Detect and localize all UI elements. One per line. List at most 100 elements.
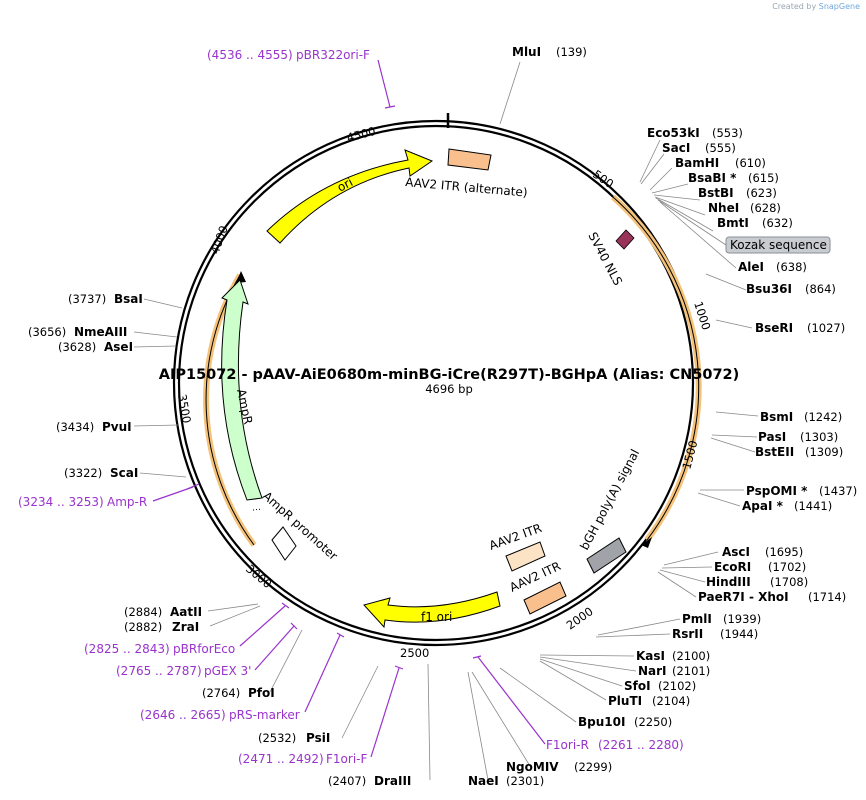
aav2-itr-box-1 — [505, 541, 546, 572]
site-sfoi-name: SfoI — [624, 679, 651, 693]
site-zrai-name: ZraI — [172, 620, 199, 634]
site-saci-name: SacI — [662, 141, 690, 155]
ampr-promoter-label: AmpR promoter — [260, 489, 340, 563]
tick-2500: 2500 — [400, 646, 429, 660]
primer-pbr322ori-f-name: pBR322ori-F — [296, 48, 370, 62]
site-pspomi-pos: (1437) — [819, 484, 857, 498]
site-bsmi-name: BsmI — [760, 410, 793, 424]
site-zrai-pos: (2882) — [124, 620, 162, 634]
primer-pgex3-range: (2765 .. 2787) — [116, 664, 202, 678]
site-ngomiv-name: NgoMIV — [506, 760, 559, 774]
f1-ori-label: f1 ori — [421, 610, 452, 624]
site-bstbi-pos: (623) — [746, 186, 777, 200]
snapgene-brand: SnapGene — [818, 2, 860, 11]
f1-ori-arrow — [363, 591, 501, 629]
site-rsrii-name: RsrII — [672, 627, 703, 641]
site-bsai-name: BsaI — [114, 292, 143, 306]
sv40-nls-box — [615, 229, 635, 250]
site-rsrii-pos: (1944) — [720, 627, 758, 641]
site-nari-name: NarI — [638, 664, 667, 678]
primer-f1ori-f-name: F1ori-F — [326, 752, 367, 766]
ampr-cds-arrowhead — [236, 271, 246, 283]
site-bstbi-name: BstBI — [698, 186, 734, 200]
site-aatii-pos: (2884) — [124, 605, 162, 619]
site-draiii-pos: (2407) — [328, 774, 366, 788]
ampr-join — [252, 508, 263, 511]
site-pspomi-name: PspOMI * — [746, 484, 808, 498]
site-mlui-pos: (139) — [556, 45, 587, 59]
site-bpu10i-name: Bpu10I — [578, 715, 625, 729]
site-bmti-name: BmtI — [717, 216, 749, 230]
site-scai-pos: (3322) — [64, 466, 102, 480]
site-ecori-pos: (1702) — [768, 560, 806, 574]
site-asci-name: AscI — [722, 545, 750, 559]
kozak-label: Kozak sequence — [730, 238, 827, 252]
site-nmeaiii-name: NmeAIII — [74, 325, 127, 339]
site-nhei-pos: (628) — [750, 201, 781, 215]
primer-pbrforeco-name: pBRforEco — [173, 642, 235, 656]
site-bseri-name: BseRI — [755, 321, 793, 335]
snapgene-credit: Created by SnapGene — [772, 2, 860, 11]
site-hindiii-name: HindIII — [706, 575, 751, 589]
site-pasi-pos: (1303) — [800, 430, 838, 444]
tick-4500: 4500 — [345, 124, 377, 145]
aav2-itr-alt-label: AAV2 ITR (alternate) — [405, 175, 528, 200]
site-apai-name: ApaI * — [742, 499, 784, 513]
tick-1500: 1500 — [679, 439, 700, 471]
site-eco53ki-pos: (553) — [712, 126, 743, 140]
site-bsteii-pos: (1309) — [805, 445, 843, 459]
site-kasi-name: KasI — [636, 649, 665, 663]
site-naei-pos: (2301) — [506, 774, 544, 788]
primer-prs-marker-range: (2646 .. 2665) — [140, 708, 226, 722]
icre-arc — [612, 196, 700, 541]
site-ngomiv-pos: (2299) — [574, 760, 612, 774]
primer-pbr322ori-f-range: (4536 .. 4555) — [207, 48, 293, 62]
site-pfoi-name: PfoI — [248, 686, 275, 700]
plasmid-length: 4696 bp — [425, 382, 473, 396]
site-pvui-name: PvuI — [102, 420, 132, 434]
ampr-cds-arc — [205, 274, 255, 546]
site-bsu36i-pos: (864) — [805, 282, 836, 296]
site-aatii-name: AatII — [170, 605, 202, 619]
site-bamhi-name: BamHI — [675, 156, 719, 170]
site-hindiii-pos: (1708) — [770, 575, 808, 589]
site-mlui-name: MluI — [512, 45, 541, 59]
site-bseri-pos: (1027) — [807, 321, 845, 335]
site-pmli-pos: (1939) — [723, 612, 761, 626]
ampr-arrow — [221, 279, 263, 501]
site-bpu10i-pos: (2250) — [634, 715, 672, 729]
site-pmli-name: PmlI — [682, 612, 712, 626]
primer-lines — [152, 59, 546, 758]
site-eco53ki-name: Eco53kI — [647, 126, 700, 140]
credit-text: Created by — [772, 2, 817, 11]
icre-arrowhead — [641, 537, 652, 548]
site-alei-pos: (638) — [776, 260, 807, 274]
site-nhei-name: NheI — [708, 201, 739, 215]
site-bsabi-pos: (615) — [748, 171, 779, 185]
site-saci-pos: (555) — [705, 141, 736, 155]
tick-4000: 4000 — [208, 224, 231, 256]
site-psii-name: PsiI — [306, 731, 330, 745]
site-ecori-name: EcoRI — [714, 560, 751, 574]
site-asei-name: AseI — [104, 340, 133, 354]
site-bmti-pos: (632) — [762, 216, 793, 230]
site-pfoi-pos: (2764) — [202, 686, 240, 700]
site-bsteii-name: BstEII — [755, 445, 794, 459]
tick-500: 500 — [590, 167, 616, 191]
tick-3500: 3500 — [175, 393, 194, 424]
site-alei-name: AleI — [738, 260, 764, 274]
site-psii-pos: (2532) — [258, 731, 296, 745]
primer-prs-marker-name: pRS-marker — [229, 708, 300, 722]
site-pluti-name: PluTI — [608, 694, 642, 708]
ori-arrow — [266, 149, 434, 244]
site-paer7i-xhoi-pos: (1714) — [808, 590, 846, 604]
site-pluti-pos: (2104) — [652, 694, 690, 708]
site-bsmi-pos: (1242) — [804, 410, 842, 424]
site-bsu36i-name: Bsu36I — [746, 282, 792, 296]
site-paer7i-xhoi-name: PaeR7I - XhoI — [698, 590, 789, 604]
plasmid-title: AIP15072 - pAAV-AiE0680m-minBG-iCre(R297… — [159, 367, 740, 383]
site-draiii-name: DraIII — [374, 774, 411, 788]
aav2-itr-alt-box — [447, 148, 492, 171]
site-scai-name: ScaI — [110, 466, 138, 480]
site-bsabi-name: BsaBI * — [688, 171, 737, 185]
